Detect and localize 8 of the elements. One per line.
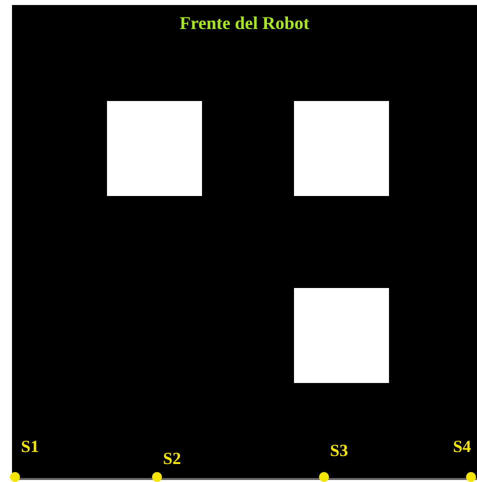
square-block (294, 101, 389, 196)
sensor-label: S1 (21, 437, 39, 457)
sensor-label: S4 (453, 437, 471, 457)
sensor-label: S3 (330, 441, 348, 461)
square-block (294, 288, 389, 383)
sensor-label: S2 (163, 449, 181, 469)
square-block (107, 101, 202, 196)
title: Frente del Robot (178, 13, 310, 34)
